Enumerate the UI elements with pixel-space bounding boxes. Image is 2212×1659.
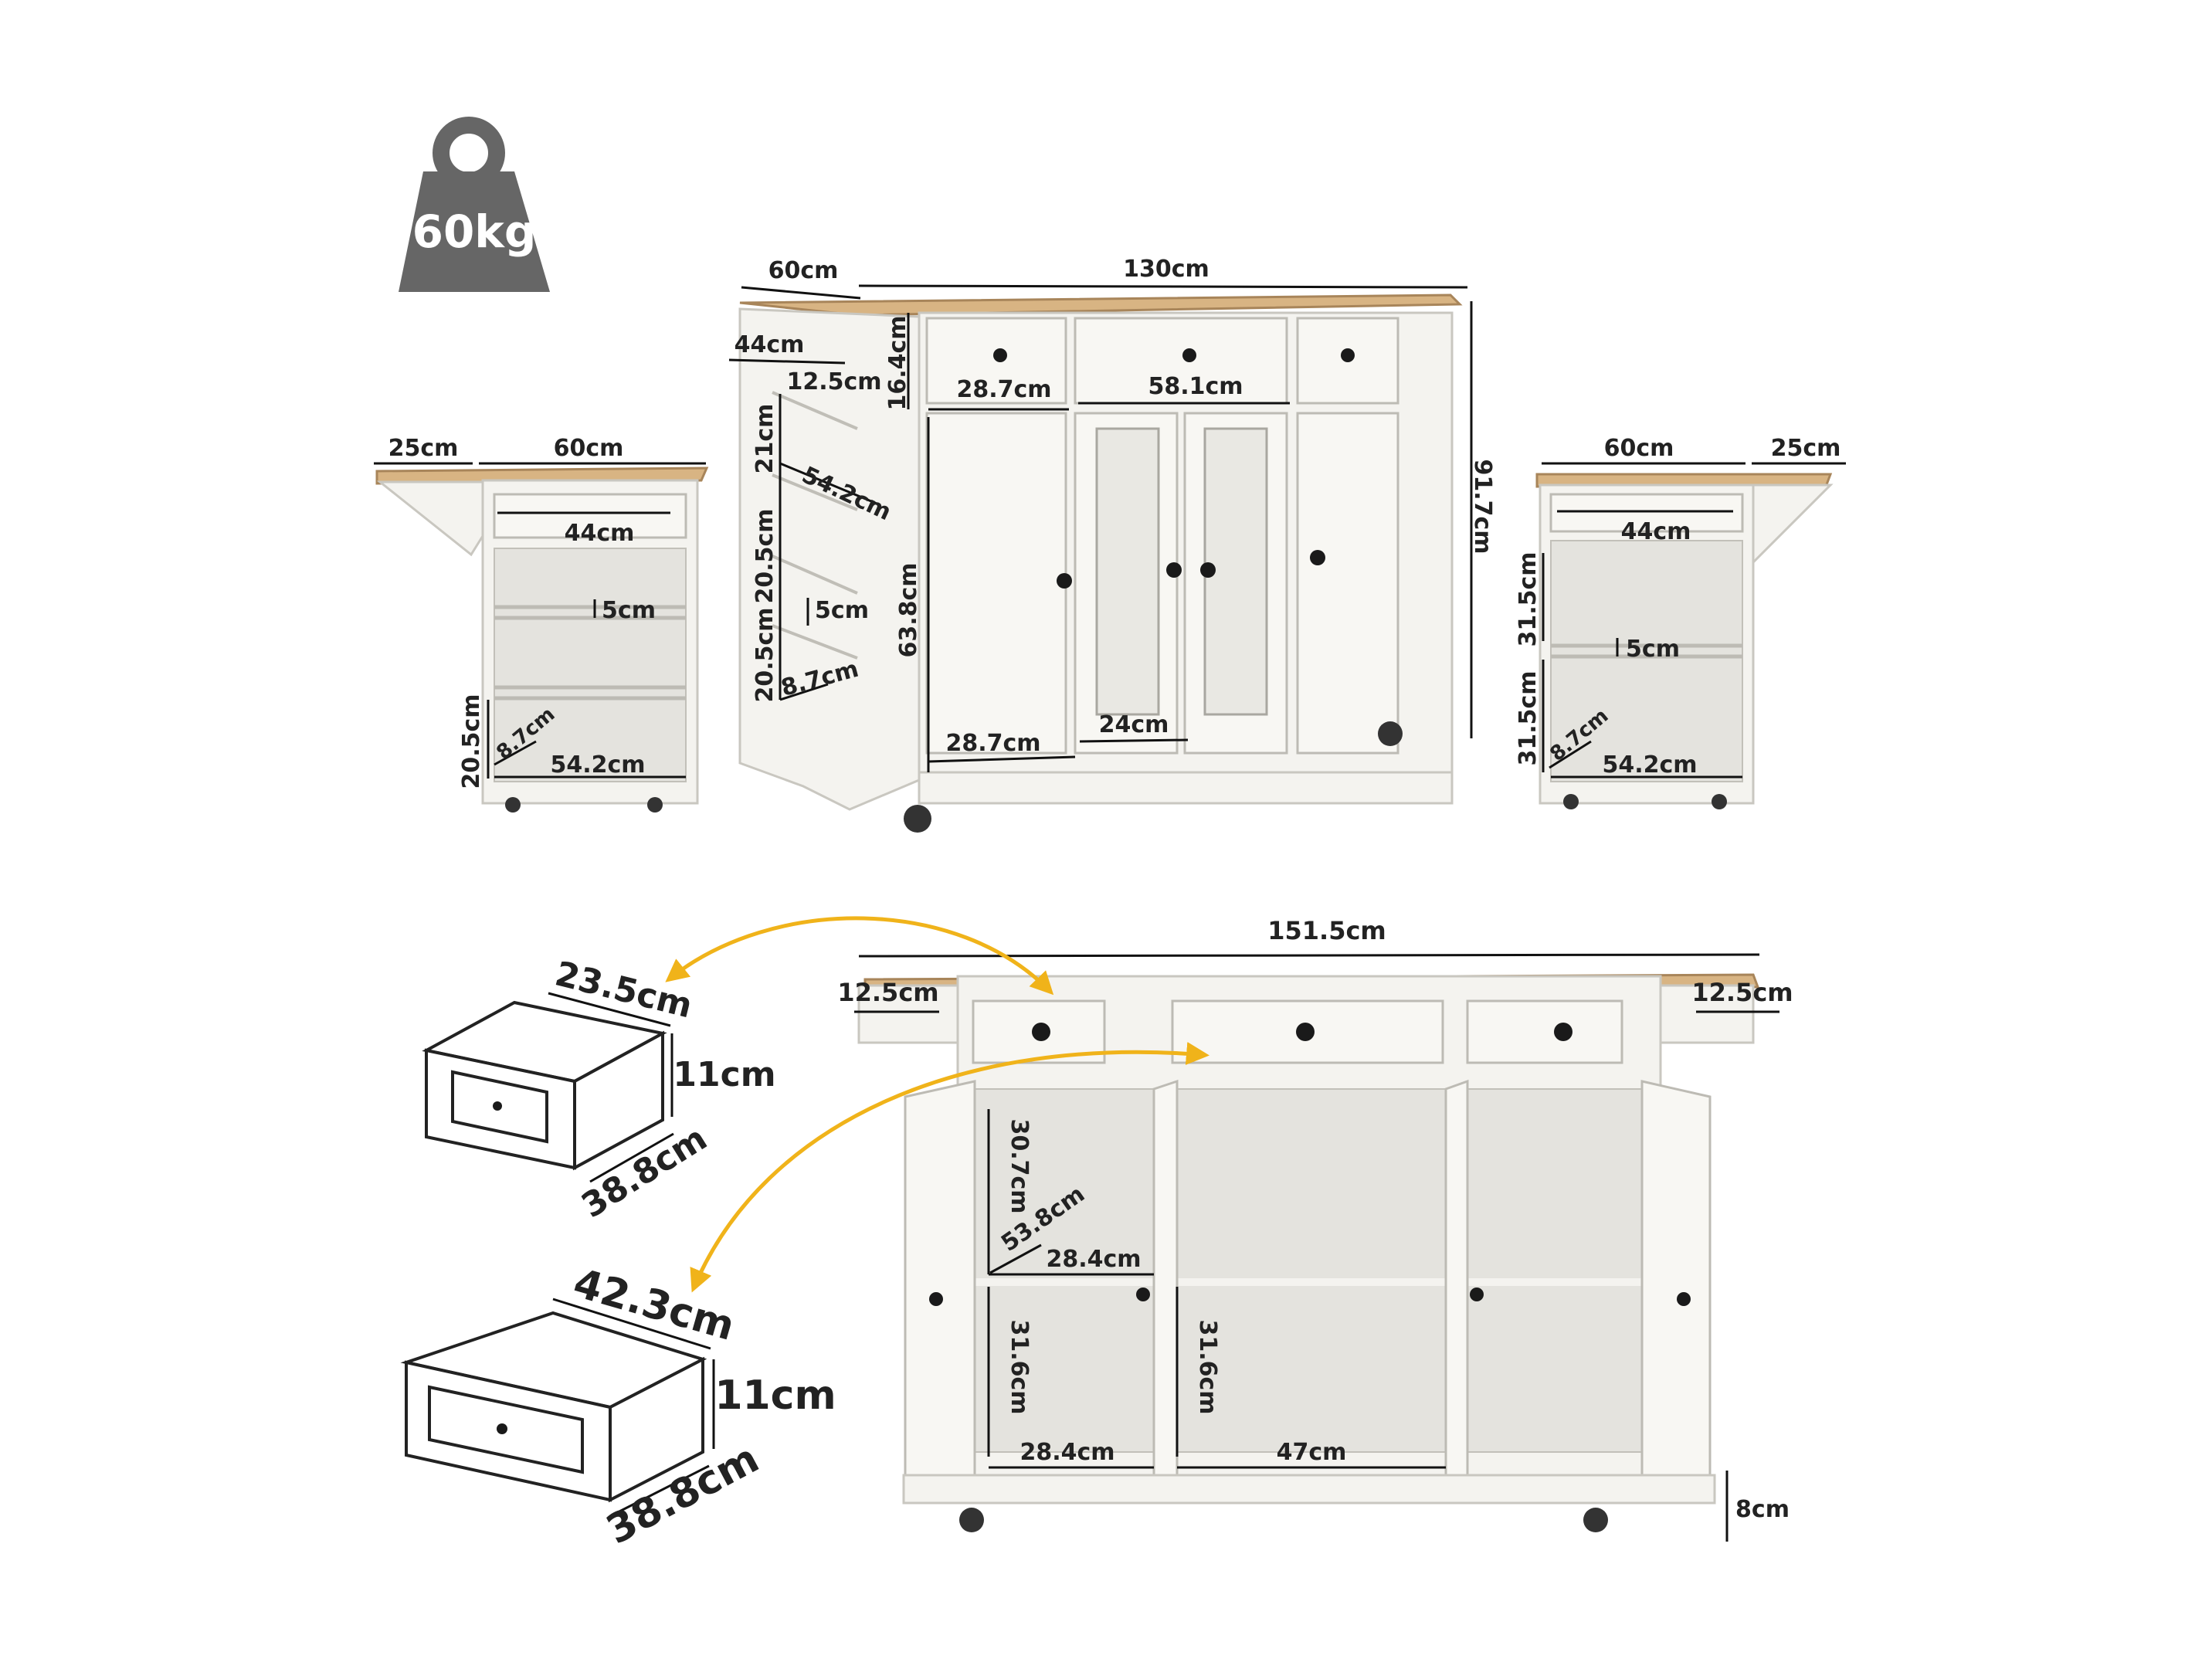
left-depth-label: 60cm <box>554 435 624 462</box>
upper-height-label: 30.7cm <box>1006 1118 1033 1213</box>
large-drawer-height-label: 11cm <box>714 1372 836 1419</box>
rack-depth-label: 44cm <box>735 331 805 358</box>
middle-drawer-width-label: 58.1cm <box>1148 373 1243 400</box>
left-shelf-height-label: 20.5cm <box>458 694 485 789</box>
left-width-upper-label: 28.4cm <box>1046 1246 1141 1273</box>
right-flap-label: 25cm <box>1771 435 1841 462</box>
small-drawer-illustration <box>422 1000 667 1171</box>
right-upper-height-label: 31.5cm <box>1515 551 1542 646</box>
shelf2-label: 20.5cm <box>751 508 779 603</box>
drawer-height-label: 16.4cm <box>884 315 911 410</box>
front-rail-label: 5cm <box>815 597 869 624</box>
right-overhang-label: 12.5cm <box>1691 978 1793 1007</box>
right-side-cabinet <box>1535 473 1834 809</box>
left-drawer-width-label: 28.7cm <box>956 376 1051 403</box>
left-side-cabinet <box>375 466 709 813</box>
right-shelf-depth-label: 54.2cm <box>1602 751 1697 779</box>
large-drawer-arrow <box>690 1042 1209 1293</box>
left-rack-width-label: 44cm <box>565 520 635 547</box>
rack-gap-label: 12.5cm <box>786 368 881 395</box>
left-rail-label: 5cm <box>602 597 656 624</box>
large-drawer-illustration <box>400 1311 707 1503</box>
weight-icon: 60kg <box>399 117 550 292</box>
weight-label: 60kg <box>412 205 537 258</box>
left-lower-height-label: 31.6cm <box>1006 1319 1033 1414</box>
middle-lower-height-label: 31.6cm <box>1194 1319 1221 1414</box>
right-rail-label: 5cm <box>1626 636 1680 663</box>
bottom-left-width-label: 28.7cm <box>945 730 1040 757</box>
right-depth-label: 60cm <box>1604 435 1674 462</box>
glass-width-label: 24cm <box>1099 711 1169 738</box>
front-depth-label: 60cm <box>768 257 839 284</box>
shelf3-label: 20.5cm <box>751 607 779 702</box>
right-lower-height-label: 31.5cm <box>1515 670 1542 765</box>
small-drawer-arrow <box>665 916 1054 996</box>
right-rack-width-label: 44cm <box>1621 518 1691 545</box>
left-overhang-label: 12.5cm <box>837 978 938 1007</box>
leg-height-label: 8cm <box>1735 1496 1790 1523</box>
door-height-label: 63.8cm <box>895 562 922 657</box>
front-view-dimensions: 60cm 130cm 91.7cm 44cm 12.5cm 16.4cm 28.… <box>728 256 1496 772</box>
middle-width-label: 47cm <box>1277 1439 1347 1466</box>
front-width-label: 130cm <box>1123 256 1209 283</box>
total-width-label: 151.5cm <box>1267 916 1386 945</box>
left-flap-label: 25cm <box>388 435 459 462</box>
left-shelf-depth-label: 54.2cm <box>550 751 645 779</box>
front-height-label: 91.7cm <box>1469 459 1496 554</box>
front-view-cabinet <box>738 293 1463 833</box>
shelf1-label: 21cm <box>751 404 779 474</box>
left-width-lower-label: 28.4cm <box>1019 1439 1114 1466</box>
drawer-connector-arrows <box>665 916 1209 1293</box>
small-drawer-height-label: 11cm <box>673 1055 775 1094</box>
